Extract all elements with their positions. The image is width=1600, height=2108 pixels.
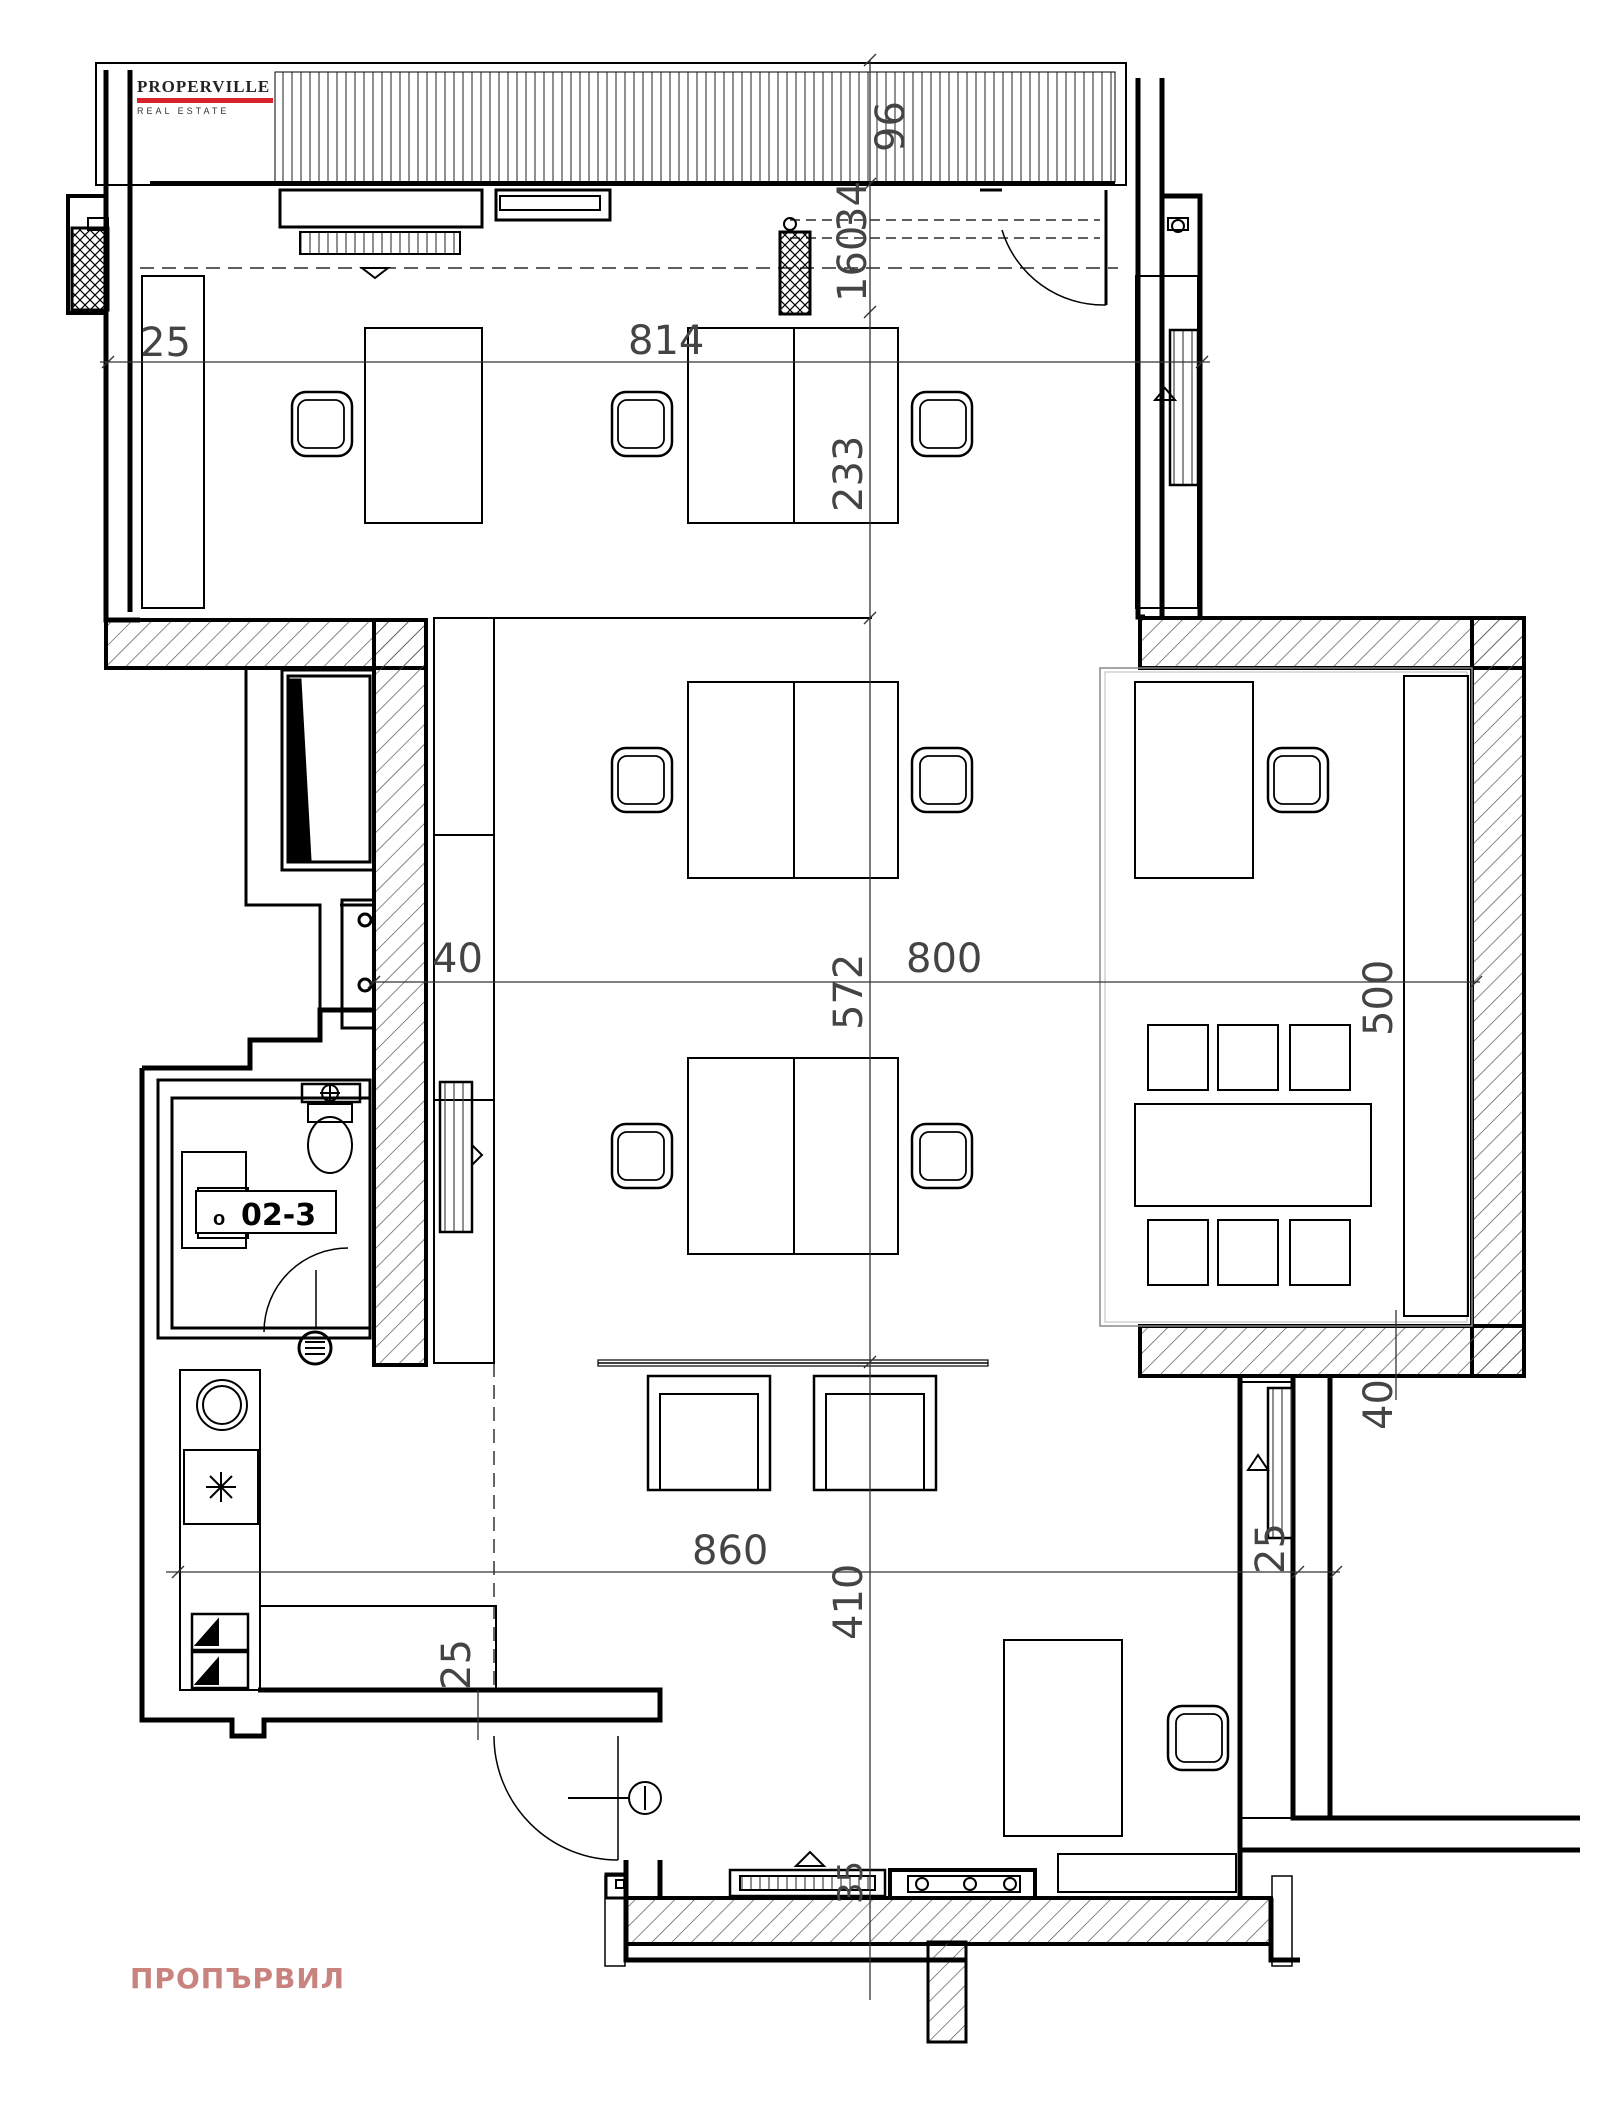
lower-chairs bbox=[1166, 1704, 1230, 1772]
meeting-chairs bbox=[1266, 746, 1330, 814]
dim-160: 160 bbox=[830, 226, 876, 302]
dimension-lines bbox=[100, 53, 1483, 2000]
wall-ends bbox=[87, 217, 1293, 1967]
dim-233: 233 bbox=[826, 436, 872, 512]
lower-office bbox=[493, 1381, 1296, 1900]
dim-34: 34 bbox=[830, 181, 876, 232]
dim-96: 96 bbox=[868, 101, 914, 152]
dim-25-right: 25 bbox=[1248, 1523, 1294, 1574]
dimension-labels: 96 160 34 814 25 233 40 800 572 500 40 8… bbox=[140, 101, 1402, 1904]
logo-tagline: REAL ESTATE bbox=[137, 106, 230, 116]
hatched-walls bbox=[70, 226, 1526, 2044]
dim-814: 814 bbox=[628, 318, 704, 364]
brand-logo: PROPERVILLE REAL ESTATE bbox=[137, 78, 273, 126]
lower-walls bbox=[139, 1007, 1580, 1963]
middle-office bbox=[433, 617, 989, 1690]
dim-25-bottom: 25 bbox=[434, 1639, 480, 1690]
dim-800: 800 bbox=[906, 936, 982, 982]
dim-500: 500 bbox=[1356, 960, 1402, 1036]
dim-572: 572 bbox=[826, 954, 872, 1030]
kitchen bbox=[179, 1369, 497, 1691]
watermark-text: ПРОПЪРВИЛ bbox=[130, 1962, 346, 1995]
dim-35-bottom: 35 bbox=[831, 1861, 871, 1904]
meeting-room bbox=[1099, 667, 1473, 1327]
wc-walls bbox=[156, 668, 376, 1340]
balcony bbox=[95, 62, 1127, 186]
logo-accent-bar bbox=[137, 98, 273, 103]
dim-410: 410 bbox=[826, 1564, 872, 1640]
room-number: 02-3 bbox=[241, 1198, 317, 1233]
dim-40-left: 40 bbox=[432, 936, 483, 982]
room-marker: o bbox=[213, 1208, 226, 1230]
dim-25-top: 25 bbox=[140, 320, 191, 366]
logo-name: PROPERVILLE bbox=[137, 77, 271, 96]
dim-860: 860 bbox=[692, 1528, 768, 1574]
upper-office bbox=[140, 188, 1200, 609]
dim-40-right: 40 bbox=[1356, 1379, 1402, 1430]
room-number-tag: o 02-3 bbox=[195, 1190, 337, 1234]
